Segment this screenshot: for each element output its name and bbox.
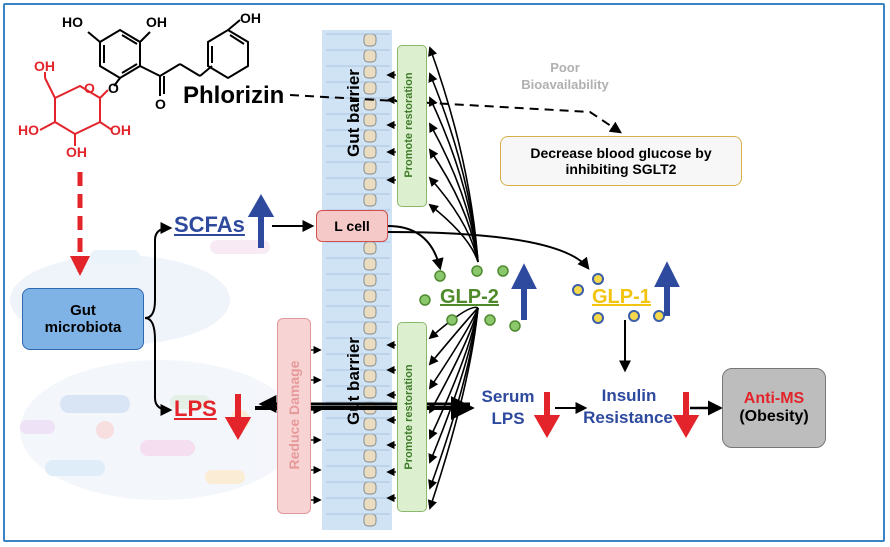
promote-restoration-box-top [397, 45, 427, 207]
anti-ms-label: Anti-MS [743, 390, 805, 407]
fan-arrow [428, 307, 479, 366]
decrease-glucose-line1: Decrease blood glucose by [530, 145, 712, 161]
figure-border [3, 3, 885, 542]
gut-microbiota-line2: microbiota [44, 319, 122, 336]
gut-barrier-column [322, 30, 392, 530]
atom-sugar-oh-top: OH [34, 58, 55, 74]
barrier-cell [363, 177, 377, 191]
promote-restoration-label-bottom: Promote restoration [403, 364, 415, 470]
fan-arrow [427, 307, 479, 510]
barrier-cell [363, 257, 377, 271]
glp1-dots [572, 273, 665, 324]
glp2-fan-arrows [427, 46, 479, 510]
glp2-dots [419, 265, 521, 332]
glp1-label: GLP-1 [592, 286, 651, 308]
barrier-cell [363, 241, 377, 255]
microbiota-to-lps-arrow [144, 317, 173, 416]
barrier-cell [363, 33, 377, 47]
scfas-up-arrow [247, 193, 275, 248]
lcell-to-glp1-arrow [387, 231, 590, 270]
lcell-to-glp2-arrow [387, 225, 444, 271]
glp2-up-arrow [511, 263, 537, 320]
atom-ring-o: O [84, 80, 95, 96]
decrease-glucose-box: Decrease blood glucose by inhibiting SGL… [500, 136, 742, 186]
serum-lps-line1: Serum [481, 387, 535, 406]
glp2-label: GLP-2 [440, 286, 499, 308]
atom-glycoside-o: O [108, 80, 119, 96]
gut-barrier-label-bottom: Gut barrier [344, 337, 363, 425]
atom-sugar-oh-right: OH [110, 122, 131, 138]
glp1-up-arrow [654, 261, 680, 316]
decrease-glucose-line2: inhibiting SGLT2 [565, 161, 677, 177]
gut-microbiota-box: Gut microbiota [22, 288, 144, 350]
fan-arrow [428, 306, 479, 340]
reduce-damage-label: Reduce Damage [286, 360, 302, 470]
atom-oh-para: OH [240, 10, 261, 26]
atom-sugar-oh-bottom: OH [66, 144, 87, 160]
barrier-cell [363, 273, 377, 287]
serumlps-down-arrow [533, 392, 561, 439]
barrier-cell [363, 289, 377, 303]
barrier-cell [363, 193, 377, 207]
anti-ms-box: Anti-MS (Obesity) [722, 368, 826, 448]
lps-down-arrow [224, 394, 252, 441]
reduce-damage-box [277, 318, 311, 514]
phlorizin-dashed-arrow [289, 94, 622, 134]
phlorizin-label: Phlorizin [183, 82, 285, 109]
trend-arrows [224, 193, 700, 441]
serum-lps-line2: LPS [491, 409, 525, 428]
fan-arrow [428, 203, 479, 263]
fan-arrow [428, 176, 479, 263]
atom-ho-top: HO [62, 14, 83, 30]
barrier-cell [363, 449, 377, 463]
gut-barrier-label-top: Gut barrier [344, 69, 363, 157]
insulin-line1: Insulin [601, 386, 657, 405]
phlorizin-structure [39, 19, 249, 146]
fan-arrow [428, 148, 479, 263]
atom-oh-top: OH [146, 14, 167, 30]
fan-arrow [429, 122, 479, 263]
atom-ketone-o: O [155, 96, 166, 112]
atom-sugar-ho-left: HO [18, 122, 39, 138]
barrier-cell [363, 497, 377, 511]
promote-restoration-label-top: Promote restoration [403, 72, 415, 178]
poor-bioavailability-line2: Bioavailability [521, 77, 609, 92]
poor-bioavailability-line1: Poor [550, 60, 580, 75]
barrier-cell [363, 481, 377, 495]
promote-restoration-box-bottom [397, 322, 427, 512]
obesity-label: (Obesity) [739, 408, 809, 425]
insulin-down-arrow [672, 392, 700, 439]
l-cell-box: L cell [316, 210, 388, 242]
barrier-cell [363, 465, 377, 479]
gut-microbiota-line1: Gut [70, 302, 96, 319]
lps-label: LPS [174, 396, 217, 421]
barrier-cell [363, 513, 377, 527]
scfas-label: SCFAs [174, 212, 245, 237]
insulin-line2: Resistance [583, 408, 673, 427]
microbiota-to-scfas-arrow [144, 222, 173, 319]
